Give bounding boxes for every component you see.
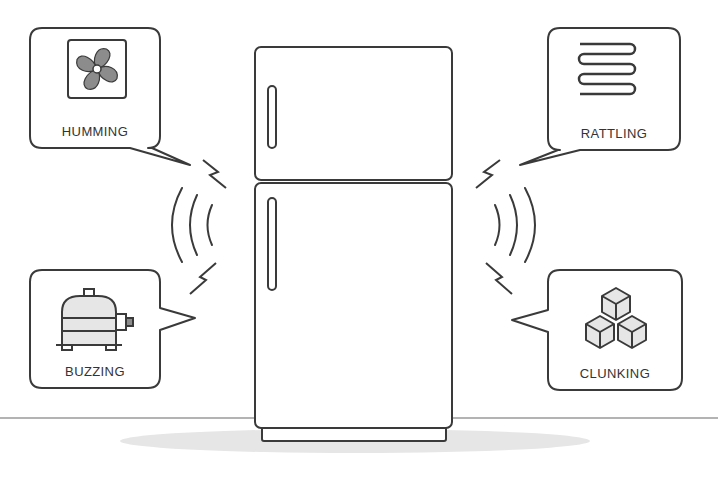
ice-cube-edge — [618, 324, 646, 348]
compressor-base — [56, 344, 122, 346]
sound-wave — [172, 188, 182, 262]
vibration-marks — [190, 160, 512, 294]
freezer-door — [255, 47, 452, 180]
ice-cube — [618, 316, 646, 348]
zigzag-mark — [476, 160, 500, 188]
ice-cube — [602, 288, 630, 320]
sound-wave — [208, 205, 213, 245]
compressor-foot — [106, 345, 116, 350]
sound-wave — [190, 195, 197, 255]
sound-wave — [510, 195, 517, 255]
compressor-band — [62, 330, 116, 332]
door-handle — [268, 198, 276, 290]
bubble-shape — [30, 270, 195, 388]
zigzag-mark — [203, 160, 226, 188]
compressor-foot — [62, 345, 72, 350]
fan-hub — [93, 65, 101, 73]
terminal-box — [116, 314, 126, 330]
bubble-shape — [30, 28, 190, 165]
speech-bubble: CLUNKING — [548, 270, 682, 390]
speech-bubble: HUMMING — [30, 28, 160, 148]
coil-icon — [579, 44, 635, 94]
ice-cube — [586, 316, 614, 348]
fan-icon — [68, 40, 126, 98]
fan-blade — [82, 66, 103, 91]
compressor-band — [62, 317, 116, 319]
fan-blade — [74, 54, 99, 75]
fridge-door — [255, 183, 452, 428]
compressor-body — [62, 296, 116, 345]
compressor-pipe — [84, 289, 94, 297]
ice-cubes-icon — [586, 288, 646, 348]
fan-blade — [94, 63, 119, 84]
speech-bubble: RATTLING — [548, 28, 680, 150]
zigzag-mark — [190, 263, 216, 294]
sound-label: RATTLING — [548, 126, 680, 141]
sound-wave — [495, 205, 500, 245]
bubble-shape — [520, 28, 680, 165]
sound-label: HUMMING — [30, 124, 160, 139]
door-handle — [268, 86, 276, 148]
ice-cube-edge — [602, 296, 630, 320]
fan-blade — [91, 46, 112, 71]
ice-cube-edge — [586, 324, 614, 348]
speech-bubble: BUZZING — [30, 270, 160, 388]
sound-label: CLUNKING — [548, 366, 682, 381]
zigzag-mark — [486, 263, 512, 294]
bubble-shape — [512, 270, 682, 390]
fan-frame — [68, 40, 126, 98]
sound-wave — [525, 188, 535, 262]
sound-label: BUZZING — [30, 364, 160, 379]
sound-waves — [172, 188, 535, 262]
terminal-plug — [126, 318, 133, 326]
compressor-icon — [56, 289, 133, 350]
